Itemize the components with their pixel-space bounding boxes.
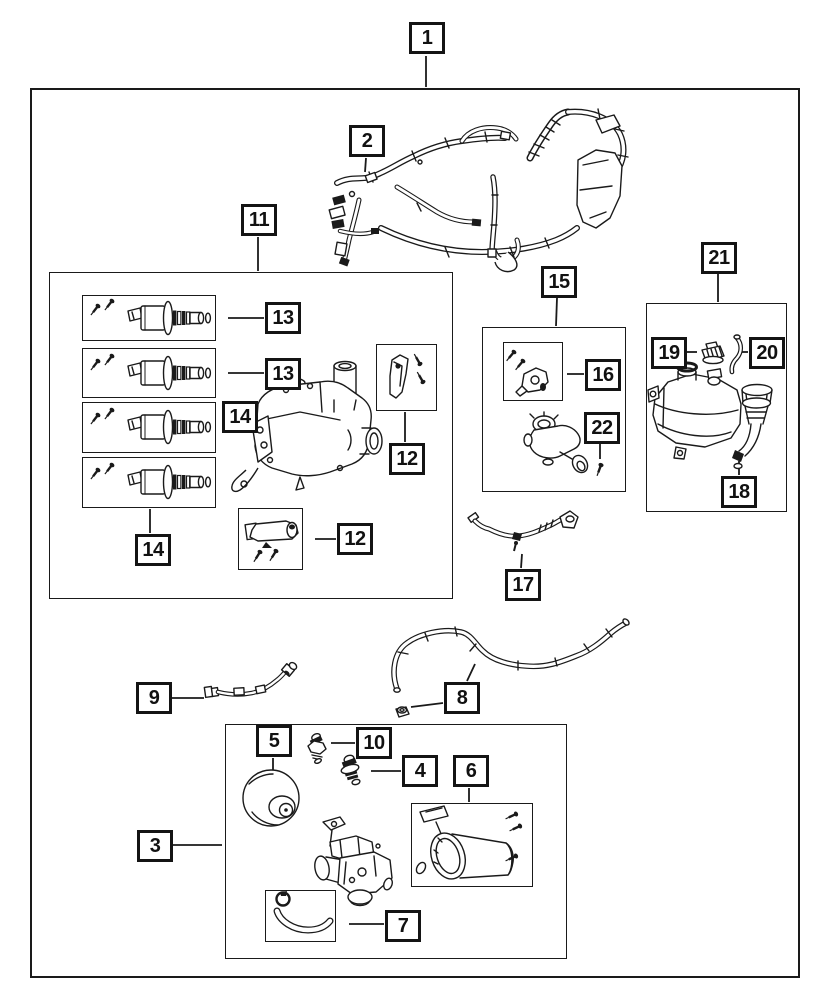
- sub-box-hose-7: [265, 890, 336, 942]
- callout-21: 21: [701, 242, 737, 274]
- callout-4: 4: [402, 755, 438, 787]
- motor-drawing: [415, 805, 525, 880]
- bracket-lower-drawing: [244, 520, 299, 565]
- callout-14-bottom: 14: [135, 534, 171, 566]
- leader-line-15: [555, 297, 558, 327]
- callout-12-lower: 12: [337, 523, 373, 555]
- sub-box-bracket-upper: [376, 344, 437, 411]
- group-box-15: [482, 327, 626, 492]
- fitting-drawing-10: [307, 732, 327, 765]
- solenoid-drawing-3: [89, 407, 211, 444]
- nut-drawing-8: [395, 706, 410, 718]
- group-box-21: [646, 303, 787, 512]
- callout-13-upper: 13: [265, 302, 301, 334]
- cap-drawing: [701, 341, 725, 365]
- main-frame: [30, 88, 800, 978]
- sub-box-solenoid-3: [82, 402, 216, 453]
- callout-1: 1: [409, 22, 445, 54]
- callout-11: 11: [241, 204, 277, 236]
- callout-14-left: 14: [222, 401, 258, 433]
- solenoid-drawing-4: [89, 462, 211, 499]
- group-box-11: [49, 272, 453, 599]
- callout-2: 2: [349, 125, 385, 157]
- callout-12-right: 12: [389, 443, 425, 475]
- sub-box-motor-6: [411, 803, 533, 887]
- callout-15: 15: [541, 266, 577, 298]
- fitting-drawing-4: [340, 754, 361, 786]
- leader-line-17: [520, 553, 523, 569]
- bent-tube-drawing: [729, 334, 744, 375]
- callout-17: 17: [505, 569, 541, 601]
- sub-box-bracket-lower: [238, 508, 303, 570]
- leader-line-8-hose: [466, 663, 476, 682]
- reservoir-drawing: [647, 361, 742, 460]
- screw-icon-22: [593, 461, 606, 478]
- leader-line-2: [364, 157, 367, 173]
- callout-5: 5: [256, 725, 292, 757]
- valve-drawing: [523, 411, 606, 478]
- bracket-upper-drawing: [389, 351, 428, 399]
- hose-drawing-9: [203, 661, 298, 699]
- sub-box-solenoid-2: [82, 348, 216, 398]
- callout-16: 16: [585, 359, 621, 391]
- callout-18: 18: [721, 476, 757, 508]
- callout-6: 6: [453, 755, 489, 787]
- callout-10: 10: [356, 727, 392, 759]
- callout-7: 7: [385, 910, 421, 942]
- filter-tube-drawing: [732, 383, 773, 470]
- valve-body-drawing: [231, 360, 383, 493]
- sensor-drawing: [503, 347, 549, 397]
- callout-19: 19: [651, 337, 687, 369]
- callout-13-lower: 13: [265, 358, 301, 390]
- accumulator-drawing: [242, 769, 300, 827]
- hose-drawing-8: [391, 618, 630, 693]
- hose-drawing-17: [467, 510, 579, 552]
- group-box-3: [225, 724, 567, 959]
- hose-clamp-drawing-7: [273, 891, 334, 934]
- callout-9: 9: [136, 682, 172, 714]
- solenoid-drawing-1: [89, 298, 211, 335]
- wiring-harness-drawing: [328, 108, 629, 273]
- callout-3: 3: [137, 830, 173, 862]
- leader-line-8-nut: [410, 702, 444, 708]
- callout-8: 8: [444, 682, 480, 714]
- sub-box-solenoid-1: [82, 295, 216, 341]
- leader-lines: [149, 56, 748, 925]
- sub-box-sensor-16: [503, 342, 563, 401]
- solenoid-drawing-2: [89, 353, 211, 390]
- callout-22: 22: [584, 412, 620, 444]
- sub-box-solenoid-4: [82, 457, 216, 508]
- pump-drawing: [314, 816, 393, 907]
- callout-20: 20: [749, 337, 785, 369]
